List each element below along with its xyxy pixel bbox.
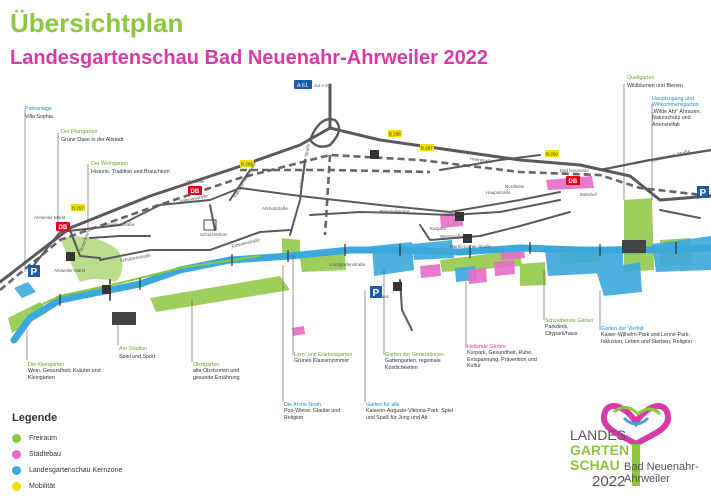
road-number-b267-b: B 267 bbox=[421, 146, 433, 151]
logo-line1: LANDES bbox=[570, 427, 627, 443]
street-schulzentrum: Schulzentrum bbox=[200, 232, 228, 237]
motorway-text: zur A 61 bbox=[314, 83, 331, 88]
station-label: Bad Neuenahr bbox=[560, 168, 590, 173]
annotation-parkanlage: Parkanlage Villa Sophia bbox=[25, 106, 53, 120]
annotation-garten-fuer-alle: Garten für alle Kaiserin-Auguste-Viktori… bbox=[366, 402, 453, 421]
bridges bbox=[59, 242, 677, 306]
street-nord: Nordseite bbox=[505, 184, 525, 189]
svg-text:Der Weingarten: Der Weingarten bbox=[91, 161, 128, 167]
svg-text:Wildblumen und Bienen: Wildblumen und Bienen bbox=[627, 83, 683, 89]
legend-title: Legende bbox=[12, 412, 58, 424]
street-heerstrasse: Heerstraße bbox=[470, 156, 493, 164]
parking-icon: P bbox=[28, 265, 40, 278]
building-icon bbox=[203, 219, 217, 231]
street-landskroner: Landskroner Straße bbox=[651, 148, 691, 163]
annotation-hauptzugang: Hauptzugang und Willkommensgarten „Wilde… bbox=[652, 96, 701, 128]
svg-text:Ahr-Stadion: Ahr-Stadion bbox=[119, 346, 147, 352]
svg-text:Villa Sophia: Villa Sophia bbox=[25, 114, 53, 120]
railway bbox=[0, 153, 711, 291]
legend-dot bbox=[12, 465, 21, 475]
road-number-b267-a: B 267 bbox=[72, 206, 84, 211]
svg-text:Grüne Oase in der Altstadt: Grüne Oase in der Altstadt bbox=[61, 137, 124, 143]
annotation-lerngarten: Lern- und Erlebnisgarten Grünes Klassenz… bbox=[294, 352, 352, 364]
svg-text:P: P bbox=[373, 288, 380, 299]
heart-logo-icon bbox=[601, 403, 671, 486]
logo-year: 2022 bbox=[592, 473, 626, 490]
legend-item-staedtebau: Städtebau bbox=[12, 446, 172, 462]
station-label: Ahrweiler Markt bbox=[34, 215, 66, 220]
annotation-garten-vielfalt: Garten der Vielfalt Kaiser-Wilhelm-Park … bbox=[601, 326, 692, 345]
street-hauptstrasse: Hauptstraße bbox=[486, 190, 511, 195]
road-number-b266: B 266 bbox=[241, 162, 253, 167]
legend: Legende Freiraum Städtebau Landesgartens… bbox=[12, 412, 172, 494]
street-rotweinstrasse: Rotweinstraße bbox=[231, 237, 261, 249]
motorway-marker: A 61 zur A 61 bbox=[294, 80, 331, 89]
db-logo: DB bbox=[569, 179, 578, 185]
logo-line3: SCHAU bbox=[570, 457, 620, 473]
svg-text:P: P bbox=[31, 267, 38, 278]
svg-text:P: P bbox=[700, 188, 707, 199]
annotation-pfarrgarten: Der Pfarrgarten Grüne Oase in der Altsta… bbox=[61, 129, 124, 143]
db-logo: DB bbox=[191, 189, 200, 195]
station-bad-neuenahr: DB Bad Neuenahr bbox=[560, 168, 590, 185]
annotation-generationen: Garten der Generationen Gattengarten, re… bbox=[385, 352, 444, 371]
legend-dot bbox=[12, 449, 21, 459]
street-bahnhofstrasse: Bahnhofstraße bbox=[380, 209, 410, 214]
street-weststrasse: Weststraße bbox=[440, 234, 463, 239]
legend-dot bbox=[12, 481, 21, 491]
svg-text:Quellgarten: Quellgarten bbox=[627, 75, 654, 81]
street-ahrhutstrasse: Ahrhutstraße bbox=[262, 206, 289, 211]
station-ahrweiler-markt: DB Ahrweiler Markt bbox=[34, 215, 70, 231]
svg-text:Spiel und Sport: Spiel und Sport bbox=[119, 354, 156, 360]
page-title: Übersichtplan bbox=[10, 8, 184, 38]
annotation-weingarten: Der Weingarten Historie, Tradition und B… bbox=[91, 161, 170, 175]
station-ahrweiler: DB Ahrweiler bbox=[186, 179, 205, 195]
parking-icon: P bbox=[370, 286, 382, 299]
street-martin-luther: Martin-Luther-Straße bbox=[450, 244, 492, 249]
street-ahrweiler-markt: Ahrweiler Markt bbox=[54, 268, 86, 273]
svg-text:Der Pfarrgarten: Der Pfarrgarten bbox=[61, 129, 98, 135]
legend-dot bbox=[12, 433, 21, 443]
annotation-arche-noah: Die Arche Noah Poo-Wiese, Glaube und Rel… bbox=[284, 402, 340, 421]
annotation-kleingaerten: Die Kleingärten Wein, Gesundheit, Kräute… bbox=[28, 362, 101, 381]
svg-text:Historie, Tradition und Brauch: Historie, Tradition und Brauchtum bbox=[91, 169, 170, 175]
annotation-heilende-gaerten: Heilende Gärten Kurpark, Gesundheit, Ruh… bbox=[467, 344, 537, 369]
legend-item-kernzone: Landesgartenschau Kernzone bbox=[12, 462, 172, 478]
page-subtitle: Landesgartenschau Bad Neuenahr-Ahrweiler… bbox=[10, 47, 488, 69]
legend-item-freiraum: Freiraum bbox=[12, 430, 172, 446]
street-wilhelmstrasse: Wilhelmstraße bbox=[179, 193, 209, 204]
leader-lines bbox=[24, 84, 653, 402]
motorway-sign: A 61 bbox=[297, 83, 308, 89]
road-number-b266-b: B 266 bbox=[389, 132, 401, 137]
road-numbers: B 267 B 266 B 266 B 267 B 266 bbox=[71, 130, 559, 211]
parking-icon: P bbox=[697, 186, 709, 199]
street-bahnhof-bn: Bahnhof bbox=[580, 192, 598, 197]
street-walporzheimer: Walporzheimer Straße bbox=[298, 143, 311, 189]
legend-item-mobilitaet: Mobilität bbox=[12, 478, 172, 494]
db-logo: DB bbox=[59, 225, 68, 231]
fire-station-icon bbox=[102, 150, 379, 294]
river-ahr bbox=[10, 244, 711, 344]
svg-text:Parkanlage: Parkanlage bbox=[25, 106, 52, 112]
road-number-b266-c: B 266 bbox=[546, 152, 558, 157]
logo-place1: Bad Neuenahr- bbox=[624, 461, 699, 473]
station-label: Ahrweiler bbox=[186, 179, 205, 184]
logo-place2: Ahrweiler bbox=[624, 473, 670, 485]
stadium-icon bbox=[112, 240, 646, 325]
street-landgrafen: Landgrafenstraße bbox=[330, 262, 366, 267]
street-kurpark: Kurpark bbox=[430, 226, 447, 231]
street-kapellenstrasse: Kapellenstraße bbox=[104, 222, 135, 227]
annotation-schwebende-gaerten: Schwebende Gärten Parkdeck, Citypark/hau… bbox=[545, 318, 593, 337]
lgs-logo: LANDES GARTEN SCHAU Bad Neuenahr- Ahrwei… bbox=[566, 382, 706, 494]
church-icon bbox=[66, 212, 472, 291]
annotation-ahr-stadion: Ahr-Stadion Spiel und Sport bbox=[119, 346, 156, 360]
annotation-obstgaerten: Obstgärten alte Obstsorten und gesunde E… bbox=[193, 362, 240, 381]
logo-line2: GARTEN bbox=[570, 442, 630, 458]
street-schuetzenstrasse: Schützenstraße bbox=[119, 253, 151, 263]
annotation-quellgarten: Quellgarten Wildblumen und Bienen bbox=[627, 75, 683, 89]
